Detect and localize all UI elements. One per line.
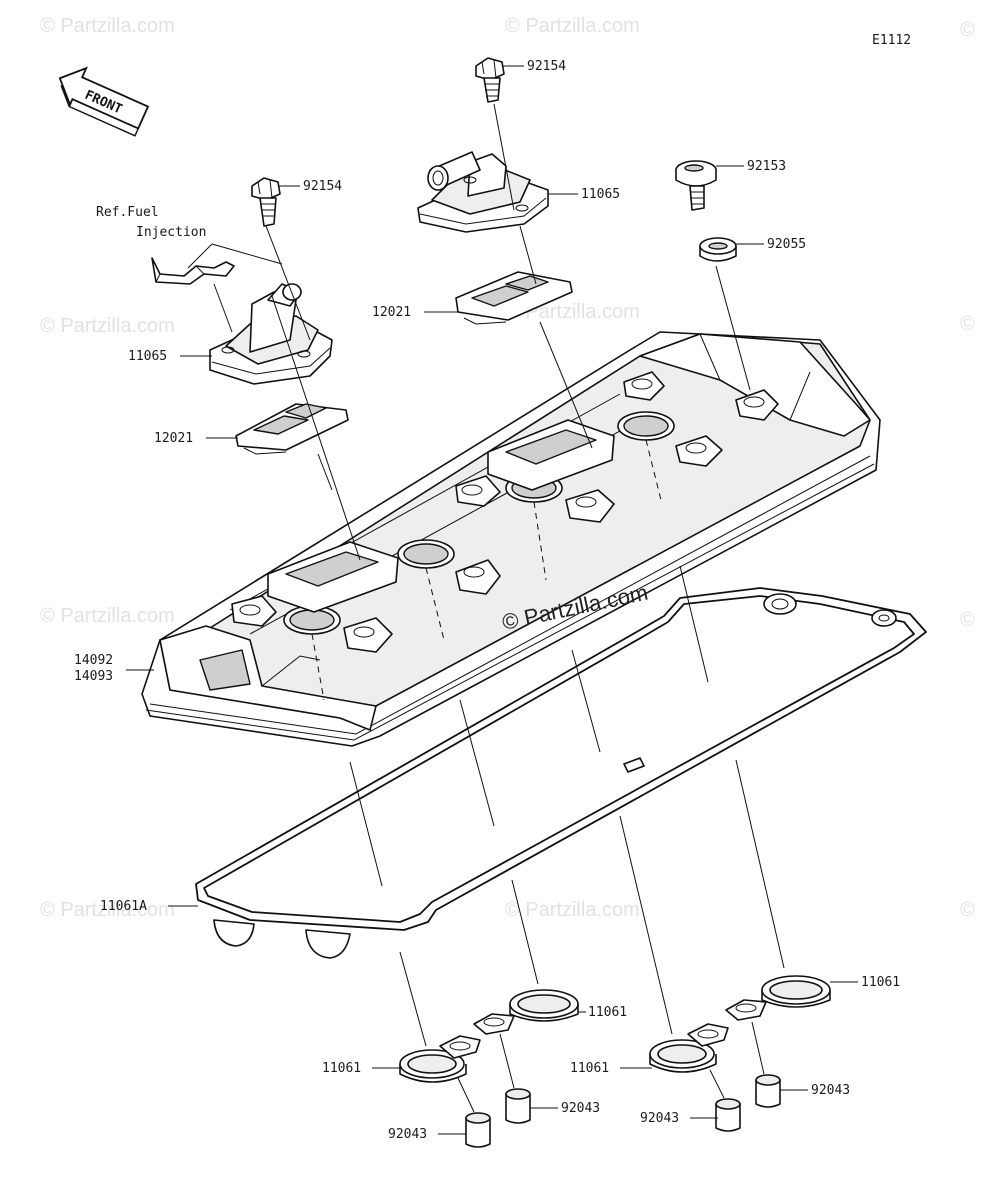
- callout-12021-center: 12021: [372, 305, 411, 320]
- callout-11065-center: 11065: [581, 187, 620, 202]
- watermark-3: ©: [960, 19, 975, 41]
- callout-92043-2: 92043: [561, 1101, 600, 1116]
- reference-note-line-2: Injection: [136, 225, 206, 240]
- breather-ports: [267, 419, 615, 613]
- callout-92153: 92153: [747, 159, 786, 174]
- bolt-bosses: [231, 371, 779, 653]
- callout-92043-3: 92043: [640, 1111, 679, 1126]
- seal-center-low: [649, 1023, 729, 1073]
- seal-right: [725, 975, 831, 1021]
- collar-4: [755, 1074, 781, 1108]
- valve-cover: [141, 331, 881, 747]
- watermark-9: © Partzilla.com: [40, 899, 175, 921]
- callout-11065-left: 11065: [128, 349, 167, 364]
- callout-labels: 92154 92154 92153 11065 11065 12021 1202…: [74, 59, 900, 1142]
- collar-3: [715, 1098, 741, 1132]
- callout-92154-left: 92154: [303, 179, 342, 194]
- callout-11061-left-low: 11061: [322, 1061, 361, 1076]
- callout-14092: 14092: [74, 653, 113, 668]
- diagram-code: E1112: [872, 33, 911, 48]
- reference-note-line-1: Ref.Fuel: [96, 205, 159, 220]
- watermark-11: ©: [960, 899, 975, 921]
- callout-11061-right: 11061: [861, 975, 900, 990]
- watermark-10: © Partzilla.com: [505, 899, 640, 921]
- collar-1: [465, 1112, 491, 1148]
- guide-lines: [213, 103, 785, 1113]
- watermark-4: © Partzilla.com: [40, 315, 175, 337]
- fuel-injection-bracket: [151, 257, 235, 285]
- watermark-1: © Partzilla.com: [40, 15, 175, 37]
- callout-leaders: [126, 65, 858, 1135]
- reference-note: Ref.Fuel Injection: [96, 205, 283, 269]
- callout-92043-1: 92043: [388, 1127, 427, 1142]
- callout-14093: 14093: [74, 669, 113, 684]
- collar-2: [505, 1088, 531, 1124]
- watermark-7: © Partzilla.com: [40, 605, 175, 627]
- head-gasket: [195, 587, 927, 959]
- callout-11061-mid: 11061: [588, 1005, 627, 1020]
- callout-11061A: 11061A: [100, 899, 147, 914]
- watermark-6: ©: [960, 313, 975, 335]
- breather-cover-center: [417, 151, 549, 233]
- callout-92043-4: 92043: [811, 1083, 850, 1098]
- watermark-2: © Partzilla.com: [505, 15, 640, 37]
- watermark-8: ©: [960, 609, 975, 631]
- callout-11061-center-low: 11061: [570, 1061, 609, 1076]
- callout-92154-center: 92154: [527, 59, 566, 74]
- seal-left-low: [399, 1035, 481, 1083]
- callout-92055: 92055: [767, 237, 806, 252]
- breather-cover-left: [209, 283, 333, 385]
- bolt-center: [475, 57, 505, 103]
- front-arrow-icon: FRONT: [58, 66, 150, 137]
- plate-center: [455, 271, 573, 325]
- plate-left: [235, 403, 349, 455]
- seal-mid: [473, 989, 579, 1035]
- bolt-left: [251, 177, 281, 227]
- washer-right: [699, 237, 737, 262]
- callout-12021-left: 12021: [154, 431, 193, 446]
- cap-bolt-right: [675, 160, 717, 211]
